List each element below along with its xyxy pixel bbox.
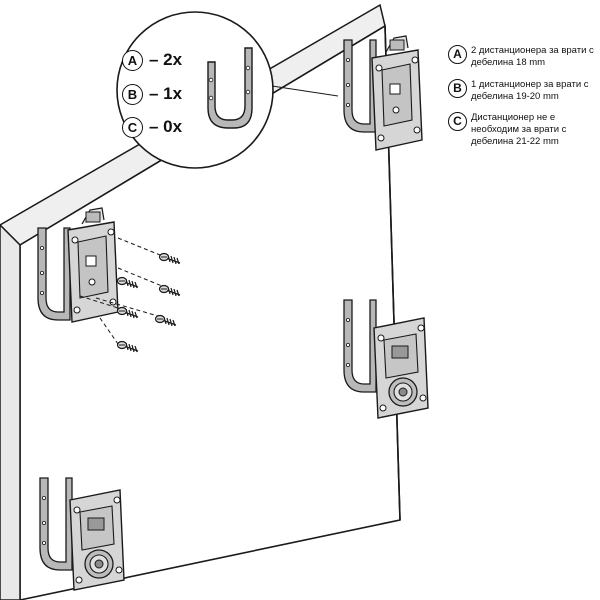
zoom-letter-b: B [122,84,143,105]
zoom-count-c: – 0x [149,117,183,136]
spacer-zoom-callout [116,11,339,169]
legend-text-c: Дистанционер не е необходим за врати с д… [471,112,567,147]
legend-letter-c: C [448,112,467,131]
legend-item-a: A 2 дистанционера за врати с дебелина 18… [448,45,600,69]
zoom-letter-c: C [122,117,143,138]
legend-letter-b: B [448,79,467,98]
zoom-count-a: – 2x [149,50,183,69]
legend-item-c: C Дистанционер не е необходим за врати с… [448,112,600,148]
zoom-letter-a: A [122,50,143,71]
legend-text-a: 2 дистанционера за врати с дебелина 18 m… [471,45,594,68]
legend-letter-a: A [448,45,467,64]
mounting-screws [79,237,181,353]
legend-item-b: B 1 дистанционер за врати с дебелина 19-… [448,79,600,103]
zoom-count-b: – 1x [149,84,183,103]
legend-text-b: 1 дистанционер за врати с дебелина 19-20… [471,79,589,102]
